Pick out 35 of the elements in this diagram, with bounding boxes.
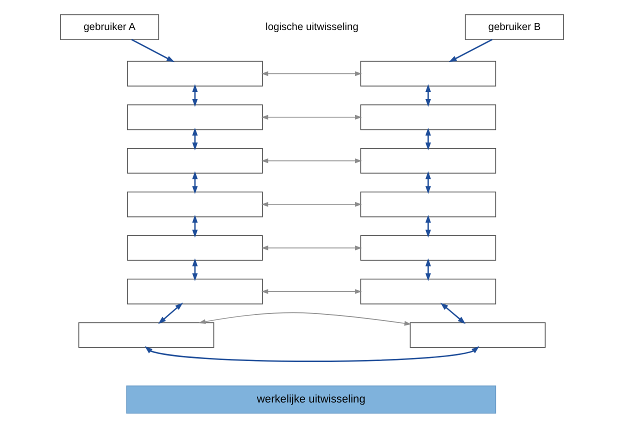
node-box: gebruiker B [464, 14, 564, 40]
label: logische uitwisseling [266, 22, 358, 33]
arrow [425, 258, 431, 282]
node-box [127, 104, 263, 130]
arrow [440, 302, 466, 324]
arrow [261, 289, 362, 294]
arrow [261, 158, 362, 164]
node-box [78, 322, 214, 348]
node-box [360, 60, 496, 86]
node-box [360, 192, 496, 218]
node-box [410, 322, 546, 348]
node-box [360, 148, 496, 174]
node-box [127, 60, 263, 86]
node-box: werkelijke uitwisseling [126, 385, 496, 414]
node-box: gebruiker A [60, 14, 160, 40]
node-box [127, 148, 263, 174]
arrow [448, 38, 493, 62]
node-box [360, 104, 496, 130]
arrow [425, 84, 431, 107]
arrow [261, 202, 362, 207]
arrow [131, 38, 175, 62]
arrow [425, 171, 431, 194]
node-box [127, 235, 263, 261]
node-box [127, 192, 263, 218]
arrow [261, 114, 362, 120]
arrow [425, 128, 431, 150]
arrow [425, 214, 431, 238]
arrow [261, 71, 362, 76]
arrow [261, 246, 362, 250]
arrow [158, 302, 183, 324]
node-box [127, 278, 263, 304]
node-box [360, 278, 496, 304]
arrow [144, 346, 480, 362]
node-box [360, 235, 496, 261]
arrow [198, 312, 412, 326]
